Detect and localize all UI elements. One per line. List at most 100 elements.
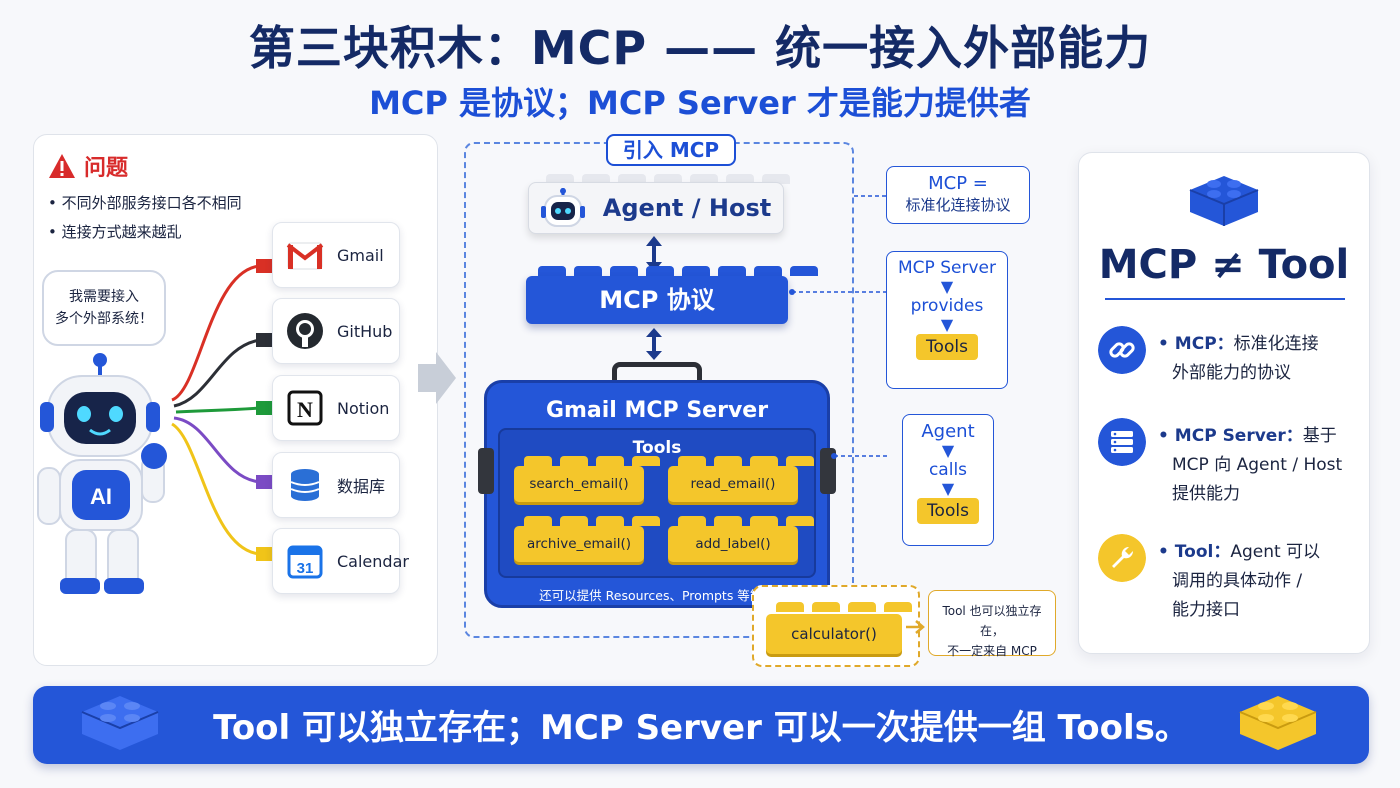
- def-line: Agent 可以: [1230, 542, 1321, 562]
- agent-host-label: Agent / Host: [602, 194, 772, 222]
- mcp-neq-tool-title: MCP ≠ Tool: [1098, 242, 1350, 288]
- gmail-icon: [286, 242, 324, 270]
- definition-mcp-server: • MCP Server：基于 MCP 向 Agent / Host 提供能力: [1098, 418, 1342, 509]
- def-line: 提供能力: [1172, 484, 1240, 504]
- double-arrow-icon: [646, 328, 662, 360]
- service-card-gmail[interactable]: Gmail: [272, 222, 400, 288]
- github-icon: [287, 313, 323, 349]
- blue-brick-icon: [1189, 176, 1259, 226]
- problem-bullet-1: • 不同外部服务接口各不相同: [48, 194, 242, 212]
- arrow-down-icon: ▼: [941, 441, 955, 460]
- notion-icon: N: [287, 390, 323, 426]
- speech-line-2: 多个外部系统！: [55, 311, 153, 327]
- arrow-down-icon: ▼: [940, 277, 954, 296]
- provides-verb: provides: [910, 296, 984, 316]
- service-label: Notion: [337, 398, 390, 418]
- link-icon: [1098, 326, 1146, 374]
- def-line: 标准化连接: [1233, 334, 1319, 354]
- def-key: MCP：: [1174, 334, 1234, 354]
- speech-bubble: 我需要接入 多个外部系统！: [42, 270, 166, 346]
- database-icon: [290, 469, 320, 501]
- standalone-tool-note: Tool 也可以独立存在， 不一定来自 MCP: [928, 590, 1056, 658]
- problem-heading-text: 问题: [84, 156, 129, 181]
- tool-brick: search_email(): [514, 466, 644, 502]
- mcp-server-title: Gmail MCP Server: [545, 398, 769, 423]
- calendar-icon: 31: [287, 545, 323, 579]
- intro-mcp-pill: 引入 MCP: [606, 134, 736, 166]
- service-card-github[interactable]: GitHub: [272, 298, 400, 364]
- summary-banner: [33, 686, 1369, 764]
- speech-line-1: 我需要接入: [69, 289, 139, 305]
- host-studs: [546, 174, 790, 184]
- annotation-connectors: [789, 195, 888, 459]
- protocol-studs: [538, 266, 818, 276]
- tools-heading: Tools: [632, 438, 682, 458]
- agent-host-brick: Agent / Host: [528, 182, 784, 234]
- problem-bullet-2: • 连接方式越来越乱: [48, 223, 182, 241]
- bot-head-icon: [540, 188, 585, 227]
- mcp-definition-box: MCP = 标准化连接协议: [886, 166, 1030, 224]
- definition-mcp: • MCP：标准化连接 外部能力的协议: [1098, 326, 1319, 388]
- wrench-icon: [1098, 534, 1146, 582]
- def-line: 调用的具体动作 /: [1172, 571, 1303, 591]
- tool-brick: archive_email(): [514, 526, 644, 562]
- calls-verb: calls: [928, 460, 968, 480]
- yellow-brick-icon: [1239, 696, 1317, 750]
- arrow-down-icon: ▼: [941, 479, 955, 498]
- page-title: 第三块积木：MCP —— 统一接入外部能力: [248, 21, 1152, 75]
- service-label: Calendar: [337, 551, 409, 571]
- server-provides-box: MCP Server ▼ provides ▼ Tools: [886, 251, 1008, 389]
- blue-brick-icon: [81, 696, 159, 750]
- tool-brick: add_label(): [668, 526, 798, 562]
- server-footnote: 还可以提供 Resources、Prompts 等能力: [539, 588, 775, 603]
- tool-studs: [678, 456, 814, 466]
- arrow-right-icon: [906, 620, 925, 634]
- tool-studs: [678, 516, 814, 526]
- calls-subject: Agent: [921, 421, 975, 442]
- agent-calls-box: Agent ▼ calls ▼ Tools: [902, 414, 994, 546]
- summary-text: Tool 可以独立存在；MCP Server 可以一次提供一组 Tools。: [213, 708, 1189, 748]
- provides-subject: MCP Server: [898, 258, 996, 278]
- page-subtitle: MCP 是协议；MCP Server 才是能力提供者: [369, 84, 1031, 122]
- title-divider: [1105, 298, 1345, 300]
- calc-studs: [776, 602, 912, 612]
- cable-bundle: [171, 259, 272, 561]
- tool-studs: [524, 516, 660, 526]
- tool-brick: read_email(): [668, 466, 798, 502]
- def-line: 能力接口: [1172, 600, 1240, 620]
- calendar-day: 31: [297, 560, 314, 577]
- case-latch-right: [820, 448, 836, 494]
- mcp-protocol-brick: MCP 协议: [526, 276, 788, 324]
- arrow-down-icon: ▼: [940, 315, 954, 334]
- server-icon: [1098, 418, 1146, 466]
- robot-icon: AI: [37, 353, 167, 594]
- case-latch-left: [478, 448, 494, 494]
- mcp-eq-line-1: MCP =: [928, 173, 988, 194]
- calculator-tool-brick: calculator(): [766, 614, 902, 654]
- service-card-notion[interactable]: N Notion: [272, 375, 400, 441]
- provides-object: Tools: [916, 334, 978, 360]
- warning-icon: [49, 154, 75, 178]
- service-label: 数据库: [337, 477, 386, 496]
- def-key: Tool：: [1174, 542, 1231, 562]
- svg-text:N: N: [297, 397, 313, 422]
- def-line: MCP 向 Agent / Host: [1172, 455, 1343, 475]
- service-label: Gmail: [337, 245, 384, 265]
- definition-tool: • Tool：Agent 可以 调用的具体动作 / 能力接口: [1098, 534, 1320, 625]
- standalone-note-line-2: 不一定来自 MCP: [947, 644, 1037, 658]
- service-label: GitHub: [337, 321, 393, 341]
- problem-heading: 问题: [48, 150, 128, 182]
- standalone-note-line-1: Tool 也可以独立存在，: [942, 604, 1042, 638]
- calls-object: Tools: [917, 498, 979, 524]
- service-card-calendar[interactable]: 31 Calendar: [272, 528, 409, 594]
- def-line: 基于: [1302, 426, 1337, 446]
- def-key: MCP Server：: [1174, 426, 1303, 446]
- transition-arrow-icon: [418, 352, 456, 404]
- double-arrow-icon: [646, 236, 662, 272]
- service-card-database[interactable]: 数据库: [272, 452, 400, 518]
- tool-studs: [524, 456, 660, 466]
- robot-label: AI: [90, 484, 112, 509]
- case-handle: [612, 362, 702, 386]
- def-line: 外部能力的协议: [1172, 363, 1291, 383]
- mcp-eq-line-2: 标准化连接协议: [905, 196, 1011, 214]
